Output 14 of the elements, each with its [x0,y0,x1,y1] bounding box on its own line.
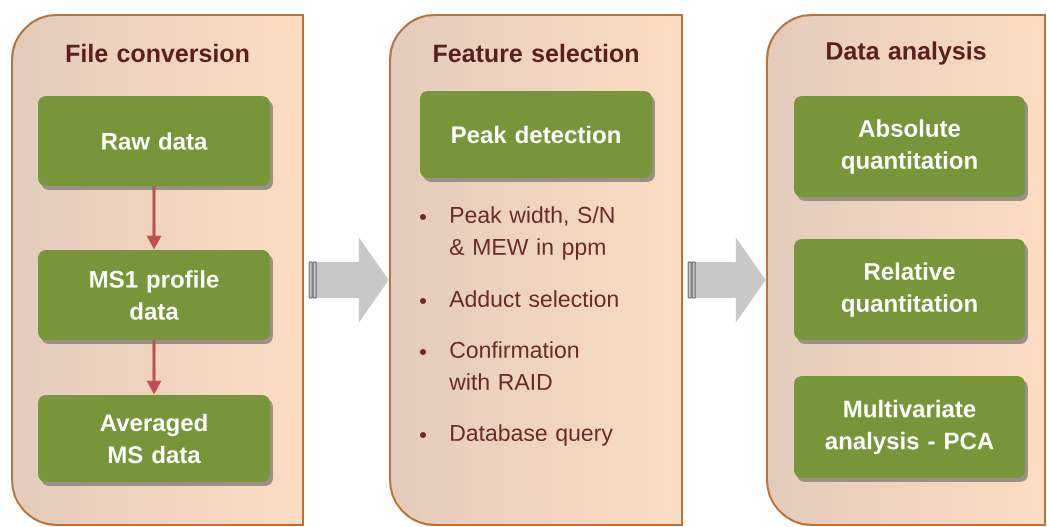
process-box: Peak detection [420,91,655,182]
process-box: Absolute quantitation [794,96,1028,201]
process-box: Relative quantitation [794,239,1028,344]
process-box: Raw data [38,96,273,190]
bullet-item: Peak width, S/N & MEW in ppm [450,206,614,260]
bullet-item: Database query [451,424,613,446]
panel-heading: File conversion [66,43,249,63]
bullet-item: Adduct selection [449,290,618,308]
panel-heading: Feature selection [434,43,638,63]
panel-heading: Data analysis [827,41,986,65]
bullet-item: Confirmation with RAID [449,341,579,391]
process-box: MS1 profile data [38,250,273,344]
process-box: Averaged MS data [38,395,273,486]
process-box: Multivariate analysis - PCA [794,376,1028,482]
